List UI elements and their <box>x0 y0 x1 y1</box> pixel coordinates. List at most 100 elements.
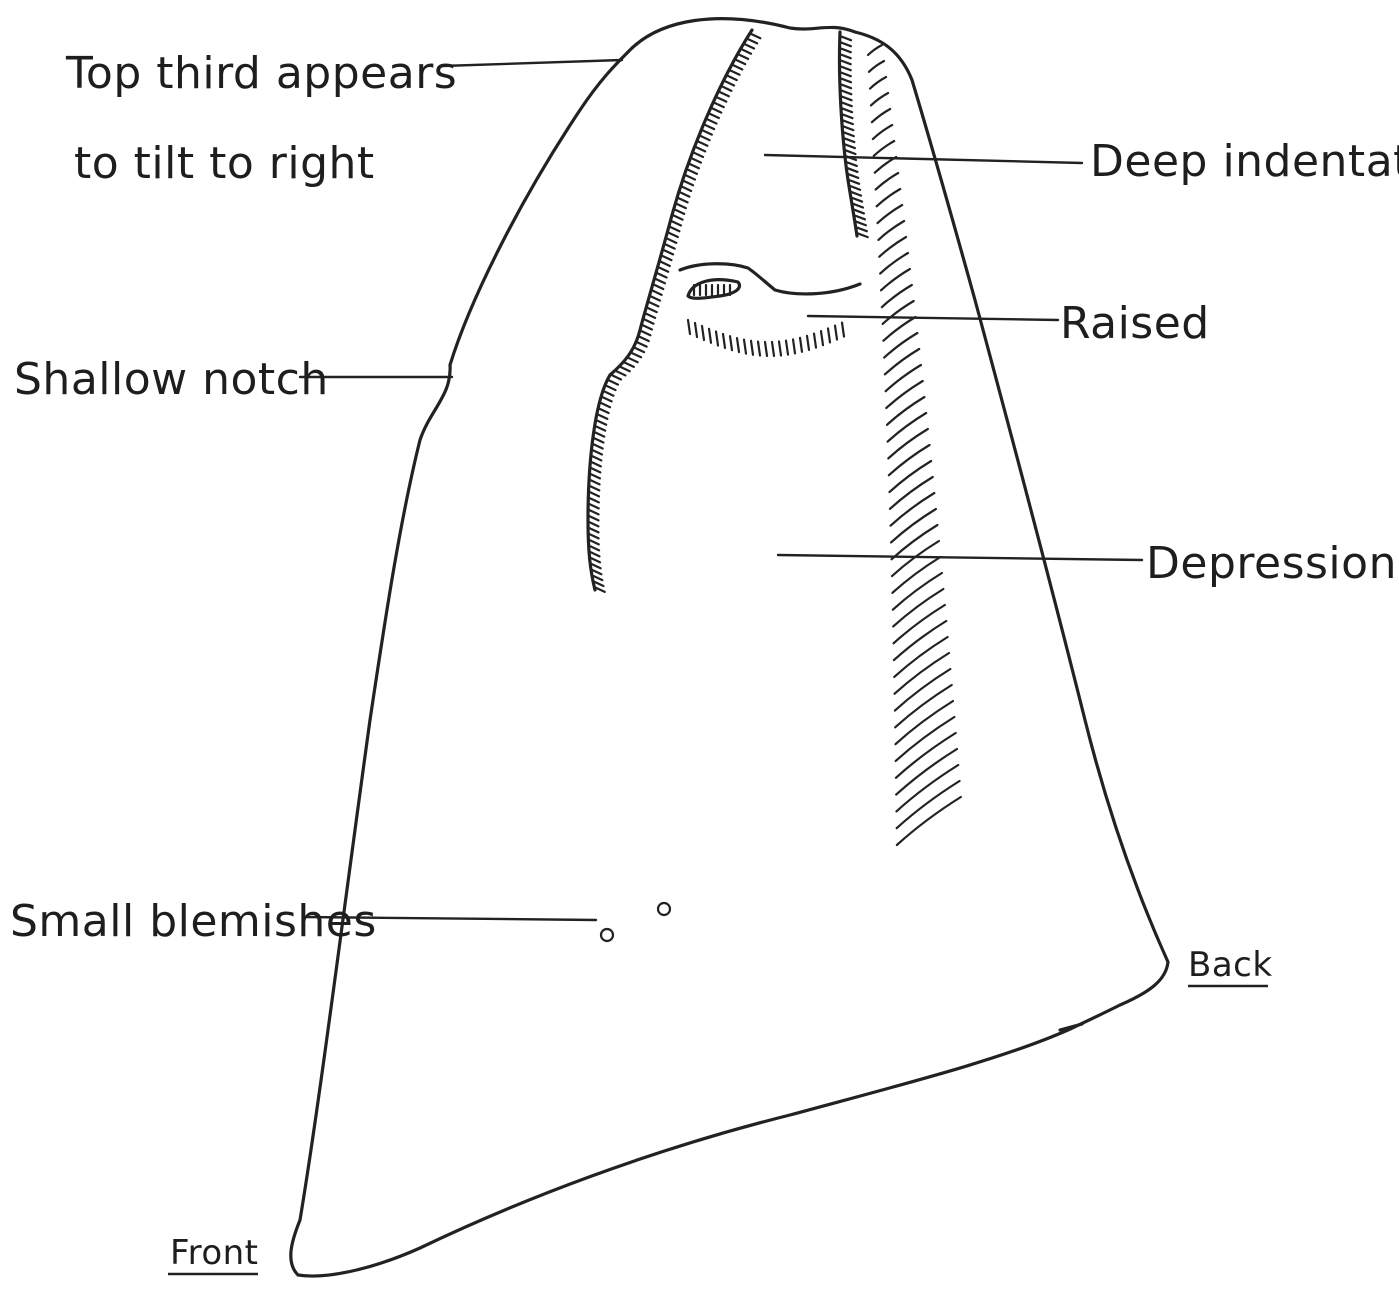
hatch-stroke <box>596 420 607 425</box>
depression-dash <box>889 461 931 492</box>
raised-hatch-stroke <box>765 342 767 356</box>
hatch-stroke <box>738 54 749 59</box>
hatch-stroke <box>681 186 692 191</box>
depression-dash <box>891 493 935 526</box>
hatch-stroke <box>701 130 712 135</box>
hatch-stroke <box>659 261 670 266</box>
hatch-stroke <box>603 391 614 396</box>
raised-hatch-stroke <box>772 342 774 356</box>
hatch-stroke <box>672 215 683 220</box>
depression-dash <box>869 61 884 72</box>
hatch-stroke <box>683 180 694 185</box>
depression-dash <box>894 621 946 660</box>
hatch-stroke <box>675 203 686 208</box>
hatch-stroke <box>697 141 708 146</box>
raised-hatch-stroke <box>793 339 795 353</box>
hatch-stroke <box>690 158 701 163</box>
hatch-stroke <box>597 414 608 419</box>
hatch-stroke <box>640 330 651 335</box>
hatch-stroke <box>695 146 706 151</box>
hatch-stroke <box>671 221 682 226</box>
blemish-dot-2 <box>658 903 670 915</box>
hatch-stroke <box>600 402 611 407</box>
hatch-stroke <box>661 255 672 260</box>
depression-dash <box>891 509 936 542</box>
label-front: Front <box>170 1233 259 1273</box>
hatch-stroke <box>598 408 609 413</box>
hatch-stroke <box>663 250 674 255</box>
hatch-stroke <box>638 336 649 341</box>
hatch-stroke <box>726 75 737 80</box>
leader-deep-indentation <box>765 155 1082 163</box>
hatch-stroke <box>688 163 699 168</box>
depression-dash <box>873 125 892 139</box>
hatch-stroke <box>732 65 743 70</box>
blemish-dot-1 <box>601 929 613 941</box>
hatch-stroke <box>704 124 715 129</box>
hatch-stroke <box>674 209 685 214</box>
hatch-stroke <box>656 273 667 278</box>
hatch-stroke <box>721 86 732 91</box>
hatch-stroke <box>641 325 652 330</box>
raised-hatch-stroke <box>730 336 732 350</box>
raised-hatch-stroke <box>716 331 718 345</box>
hatch-stroke <box>592 444 603 449</box>
raised-hatch-stroke <box>821 331 823 345</box>
hatch-stroke <box>724 81 735 86</box>
hatch-stroke <box>605 385 616 390</box>
left-ridge-line <box>588 30 752 590</box>
raised-hatch-stroke <box>807 336 809 350</box>
hatch-stroke <box>664 244 675 249</box>
hatch-stroke <box>653 284 664 289</box>
depression-dash <box>879 237 906 257</box>
leader-top-third <box>442 60 622 66</box>
label-depression: Depression <box>1146 538 1397 589</box>
raised-hatch-stroke <box>800 338 802 352</box>
raised-hatch-stroke <box>835 326 837 340</box>
hatch-stroke <box>718 91 729 96</box>
depression-dash <box>874 141 894 156</box>
depression-dash <box>881 269 910 290</box>
hatch-stroke <box>631 352 642 357</box>
raised-hatch-stroke <box>695 323 697 337</box>
hatch-stroke <box>747 38 758 43</box>
raised-hatch-stroke <box>779 341 781 355</box>
depression-dash <box>888 413 926 442</box>
hatch-stroke <box>677 197 688 202</box>
depression-dash <box>877 189 901 206</box>
hatch-stroke <box>840 48 851 52</box>
label-top-third-line2: to tilt to right <box>74 138 375 189</box>
hatch-stroke <box>589 479 600 484</box>
hatch-stroke <box>588 509 599 514</box>
hatch-stroke <box>693 152 704 157</box>
hatch-stroke <box>735 59 746 64</box>
depression-dash <box>876 173 899 189</box>
label-shallow-notch: Shallow notch <box>14 354 329 405</box>
depression-dash <box>893 573 942 610</box>
label-raised: Raised <box>1060 298 1210 349</box>
hatch-stroke <box>658 267 669 272</box>
hatch-stroke <box>595 426 606 431</box>
hatch-stroke <box>654 278 665 283</box>
raised-feature-inner <box>688 280 739 299</box>
hatch-stroke <box>711 108 722 113</box>
hatch-stroke <box>708 113 719 118</box>
depression-dash <box>892 525 938 559</box>
raised-hatch-stroke <box>709 329 711 343</box>
hatch-stroke <box>669 226 680 231</box>
hatch-stroke <box>706 119 717 124</box>
hatch-stroke <box>588 497 599 502</box>
depression-dash <box>888 429 928 458</box>
depression-dash <box>880 253 908 274</box>
raised-hatch-stroke <box>758 342 760 356</box>
depression-dash <box>893 589 943 626</box>
raised-hatch-stroke <box>814 334 816 348</box>
hatch-stroke <box>607 380 618 385</box>
hatch-stroke <box>750 33 761 38</box>
hatch-stroke <box>651 290 662 295</box>
hatch-stroke <box>593 438 604 443</box>
hatch-stroke <box>729 70 740 75</box>
hatch-stroke <box>666 238 677 243</box>
hatch-stroke <box>591 450 602 455</box>
hatch-stroke <box>650 296 661 301</box>
